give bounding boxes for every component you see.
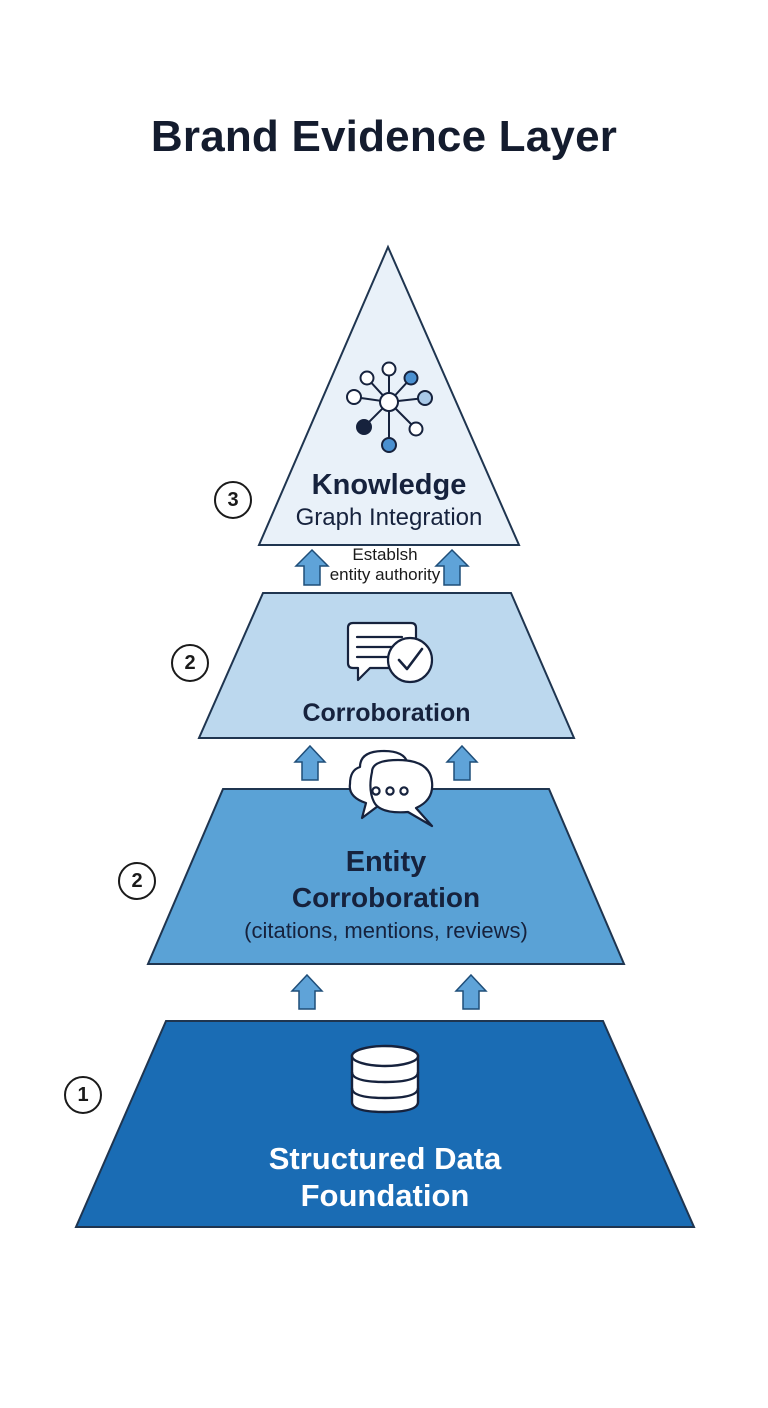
database-icon <box>350 1044 420 1114</box>
checked-document-chat-icon <box>346 621 434 684</box>
connector-caption-line2: entity authority <box>329 564 441 584</box>
up-arrow-icon <box>294 548 330 586</box>
up-arrow-icon <box>454 973 488 1010</box>
page-title: Brand Evidence Layer <box>150 112 618 161</box>
layer-title: Structured Data <box>268 1141 502 1176</box>
chat-bubbles-icon <box>348 749 434 828</box>
step-badge: 2 <box>171 644 209 682</box>
up-arrow-icon <box>293 744 327 781</box>
up-arrow-icon <box>290 973 324 1010</box>
layer-title: Entity <box>345 846 427 878</box>
network-icon <box>346 361 433 453</box>
step-badge: 2 <box>118 862 156 900</box>
up-arrow-icon <box>445 744 479 781</box>
layer-title: Knowledge <box>311 469 467 501</box>
up-arrow-icon <box>434 548 470 586</box>
step-badge: 3 <box>214 481 252 519</box>
layer-entity-corroboration-shape <box>146 788 626 965</box>
layer-knowledge-graph-label: Knowledge Graph Integration <box>259 468 519 533</box>
layer-detail: (citations, mentions, reviews) <box>244 918 528 944</box>
layer-structured-data-label: Structured Data Foundation <box>76 1140 694 1214</box>
layer-subtitle: Graph Integration <box>295 503 483 531</box>
layer-entity-corroboration-label: Entity Corroboration (citations, mention… <box>148 845 624 945</box>
layer-corroboration-label: Corroboration <box>302 699 471 727</box>
connector-caption-line1: Establsh <box>352 545 418 564</box>
layer-subtitle: Foundation <box>300 1178 470 1214</box>
layer-subtitle: Corroboration <box>291 881 481 913</box>
connector-caption: Establsh entity authority <box>300 545 470 584</box>
layer-structured-data-shape <box>74 1020 696 1228</box>
step-badge: 1 <box>64 1076 102 1114</box>
